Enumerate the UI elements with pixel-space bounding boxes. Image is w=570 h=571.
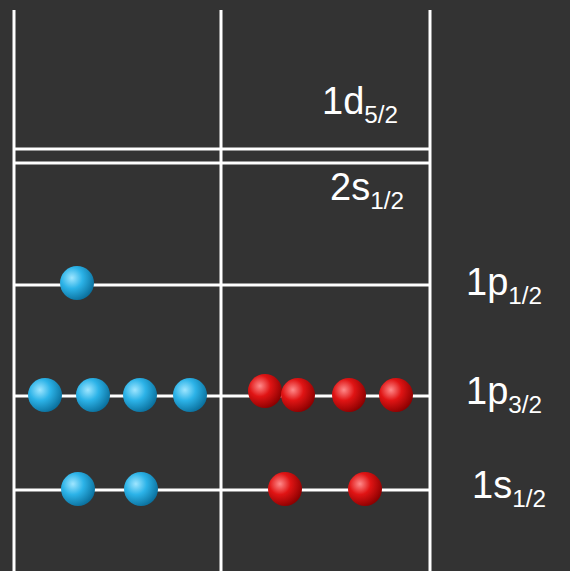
neutrons xyxy=(28,266,207,506)
orbital-label: 1s1/2 xyxy=(472,466,546,504)
protons xyxy=(248,374,413,506)
orbital-label: 2s1/2 xyxy=(330,168,404,206)
orbital-label: 1d5/2 xyxy=(322,82,398,120)
frame-lines xyxy=(14,10,430,571)
orbital-label: 1p3/2 xyxy=(466,372,542,410)
orbital-label: 1p1/2 xyxy=(466,263,542,301)
